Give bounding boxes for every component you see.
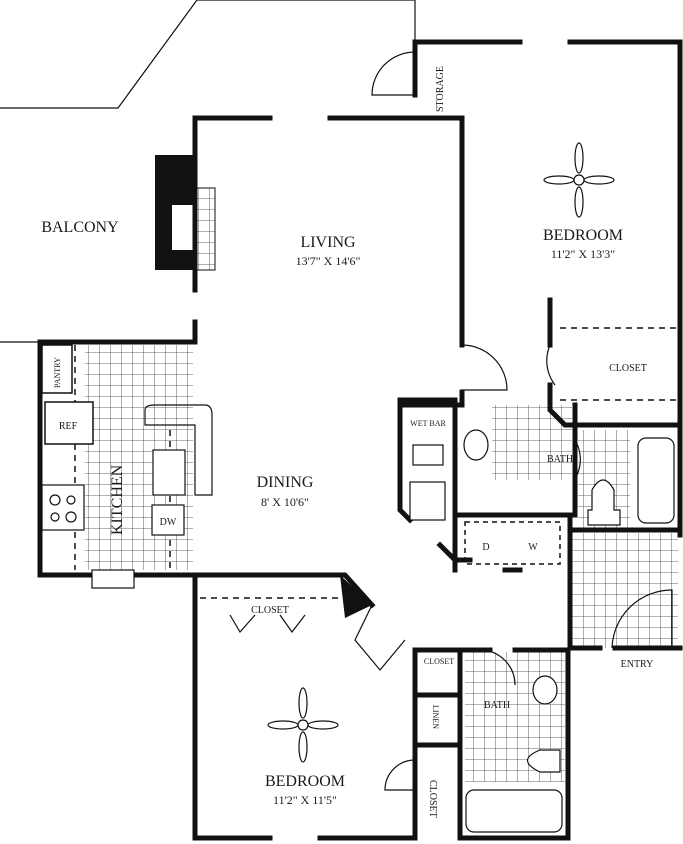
- bath1-tub: [637, 437, 675, 524]
- bath1-sink: [463, 429, 489, 461]
- fixture-label-dishwasher: DW: [160, 517, 177, 528]
- room-label-living: LIVING: [300, 234, 356, 251]
- sink: [152, 449, 186, 496]
- room-size-living: 13'7" X 14'6": [296, 254, 361, 268]
- room-label-pantry: PANTRY: [53, 357, 62, 388]
- room-label-linen: LINEN: [431, 705, 440, 729]
- bath2-sink: [532, 675, 558, 705]
- room-label-dining: DINING: [257, 474, 314, 491]
- stove-burners-icon: [49, 494, 77, 523]
- room-label-balcony: BALCONY: [41, 219, 119, 236]
- doors: [354, 51, 673, 791]
- fixture-label-dryer: D: [482, 542, 489, 553]
- room-size-bedroom-2: 11'2" X 11'5": [273, 793, 337, 807]
- ceiling-fan-icon: [267, 687, 339, 763]
- balcony-outline: [0, 0, 416, 343]
- room-label-bedroom-2: BEDROOM: [265, 773, 345, 790]
- room-label-storage: STORAGE: [435, 66, 446, 112]
- room-label-closet-bedroom-2: CLOSET: [427, 780, 438, 818]
- dishwasher: [151, 504, 185, 536]
- cabinet: [409, 481, 446, 521]
- closet-wedge: [340, 575, 372, 618]
- bath2-tub: [465, 789, 563, 833]
- wet-bar-sink: [412, 444, 444, 466]
- refrigerator: [44, 401, 94, 445]
- room-label-wet-bar: WET BAR: [410, 419, 446, 428]
- washer-dryer: [464, 521, 561, 565]
- fireplace: [155, 155, 197, 270]
- tile-floors: [85, 345, 678, 782]
- ceiling-fan-icon: [543, 142, 615, 218]
- room-label-bedroom-1: BEDROOM: [543, 227, 623, 244]
- room-label-bath-2: BATH: [484, 700, 510, 711]
- room-label-closet-hall: CLOSET: [251, 605, 289, 616]
- hearth: [196, 187, 216, 271]
- pantry-box: [41, 344, 73, 394]
- stove: [41, 484, 85, 531]
- kitchen-counter: [144, 404, 213, 496]
- walls: [37, 39, 683, 841]
- fixture-label-washer: W: [528, 542, 538, 553]
- fixture-label-refrigerator: REF: [59, 421, 78, 432]
- kitchen-window: [91, 569, 135, 589]
- bath2-toilet: [526, 749, 561, 773]
- bath1-toilet: [587, 479, 621, 526]
- room-label-bath-1: BATH: [547, 454, 573, 465]
- room-label-entry: ENTRY: [621, 659, 654, 670]
- room-label-kitchen: KITCHEN: [109, 464, 126, 535]
- room-label-closet-master: CLOSET: [609, 363, 647, 374]
- room-size-bedroom-1: 11'2" X 13'3": [551, 247, 615, 261]
- room-label-closet-small: CLOSET: [424, 657, 454, 666]
- room-size-dining: 8' X 10'6": [261, 495, 309, 509]
